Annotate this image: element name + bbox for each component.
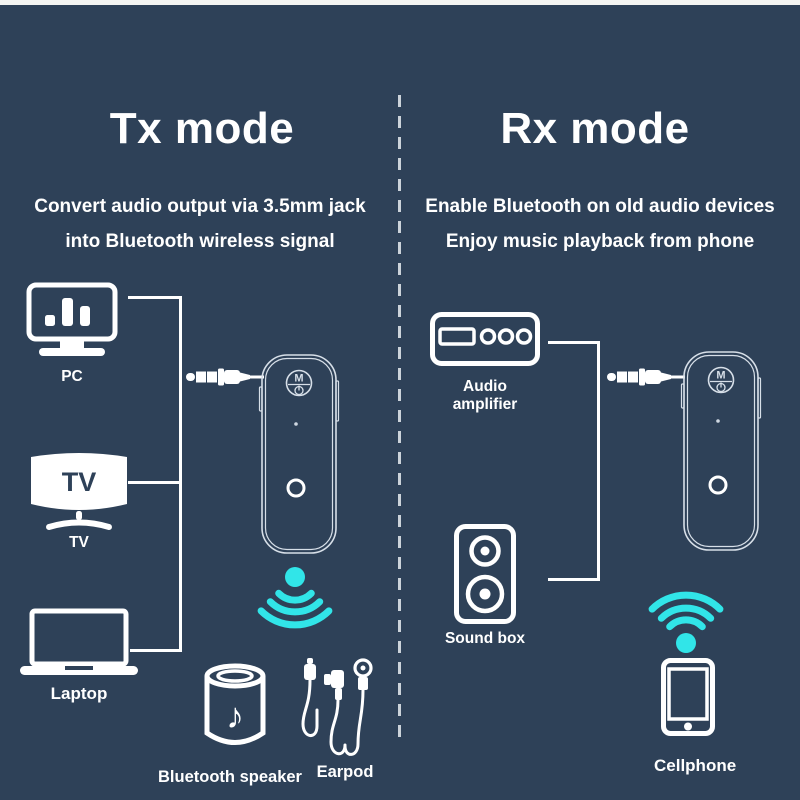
aux-plug-icon: [607, 368, 685, 386]
tv-icon: TV: [31, 453, 127, 530]
rx-connector-amplifier: [548, 341, 600, 344]
tx-connector-pc: [128, 296, 182, 299]
tv-screen-text: TV: [62, 467, 97, 497]
audio-amplifier-label: Audio amplifier: [452, 378, 518, 413]
bluetooth-speaker-label: Bluetooth speaker: [158, 768, 302, 786]
sound-box-icon: [454, 524, 516, 624]
tx-description-line1: Convert audio output via 3.5mm jack: [34, 196, 366, 217]
device-led: [294, 422, 298, 426]
music-note-glyph: ♪: [226, 695, 244, 736]
device-button: [708, 475, 728, 495]
earpod-label: Earpod: [316, 763, 374, 781]
rx-connector-soundbox: [548, 578, 600, 581]
device-logo-icon: M: [285, 369, 313, 397]
wifi-down-icon: [257, 567, 333, 629]
tv-label: TV: [69, 534, 89, 551]
pc-label: PC: [61, 368, 83, 385]
aux-plug-icon: [186, 368, 264, 386]
cellphone-label: Cellphone: [654, 756, 737, 775]
audio-amplifier-icon: [430, 312, 540, 366]
rx-description-line1: Enable Bluetooth on old audio devices: [425, 196, 775, 217]
rx-description-line2: Enjoy music playback from phone: [445, 231, 755, 252]
center-divider: [398, 95, 401, 745]
bluetooth-receiver-device: M: [680, 351, 762, 551]
laptop-icon: [20, 608, 138, 675]
tx-connector-tv: [128, 481, 182, 484]
pc-monitor-icon: [26, 282, 118, 356]
tx-description-line2: into Bluetooth wireless signal: [65, 231, 335, 252]
laptop-label: Laptop: [50, 684, 108, 703]
top-strip: [0, 0, 800, 5]
svg-text:M: M: [716, 370, 725, 382]
bluetooth-speaker-icon: ♪: [204, 663, 266, 745]
tx-title: Tx mode: [109, 104, 295, 153]
rx-connector-vertical: [597, 341, 600, 581]
device-logo-icon: M: [707, 366, 735, 394]
rx-title: Rx mode: [500, 104, 690, 153]
svg-text:M: M: [294, 373, 303, 385]
wifi-up-icon: [648, 591, 724, 653]
sound-box-label: Sound box: [444, 630, 526, 647]
cellphone-icon: [661, 658, 715, 736]
tx-connector-vertical: [179, 296, 182, 652]
bluetooth-receiver-device: M: [258, 354, 340, 554]
device-led: [716, 419, 720, 423]
device-button: [286, 478, 306, 498]
tx-connector-laptop: [130, 649, 182, 652]
earpod-icon: [301, 658, 373, 756]
